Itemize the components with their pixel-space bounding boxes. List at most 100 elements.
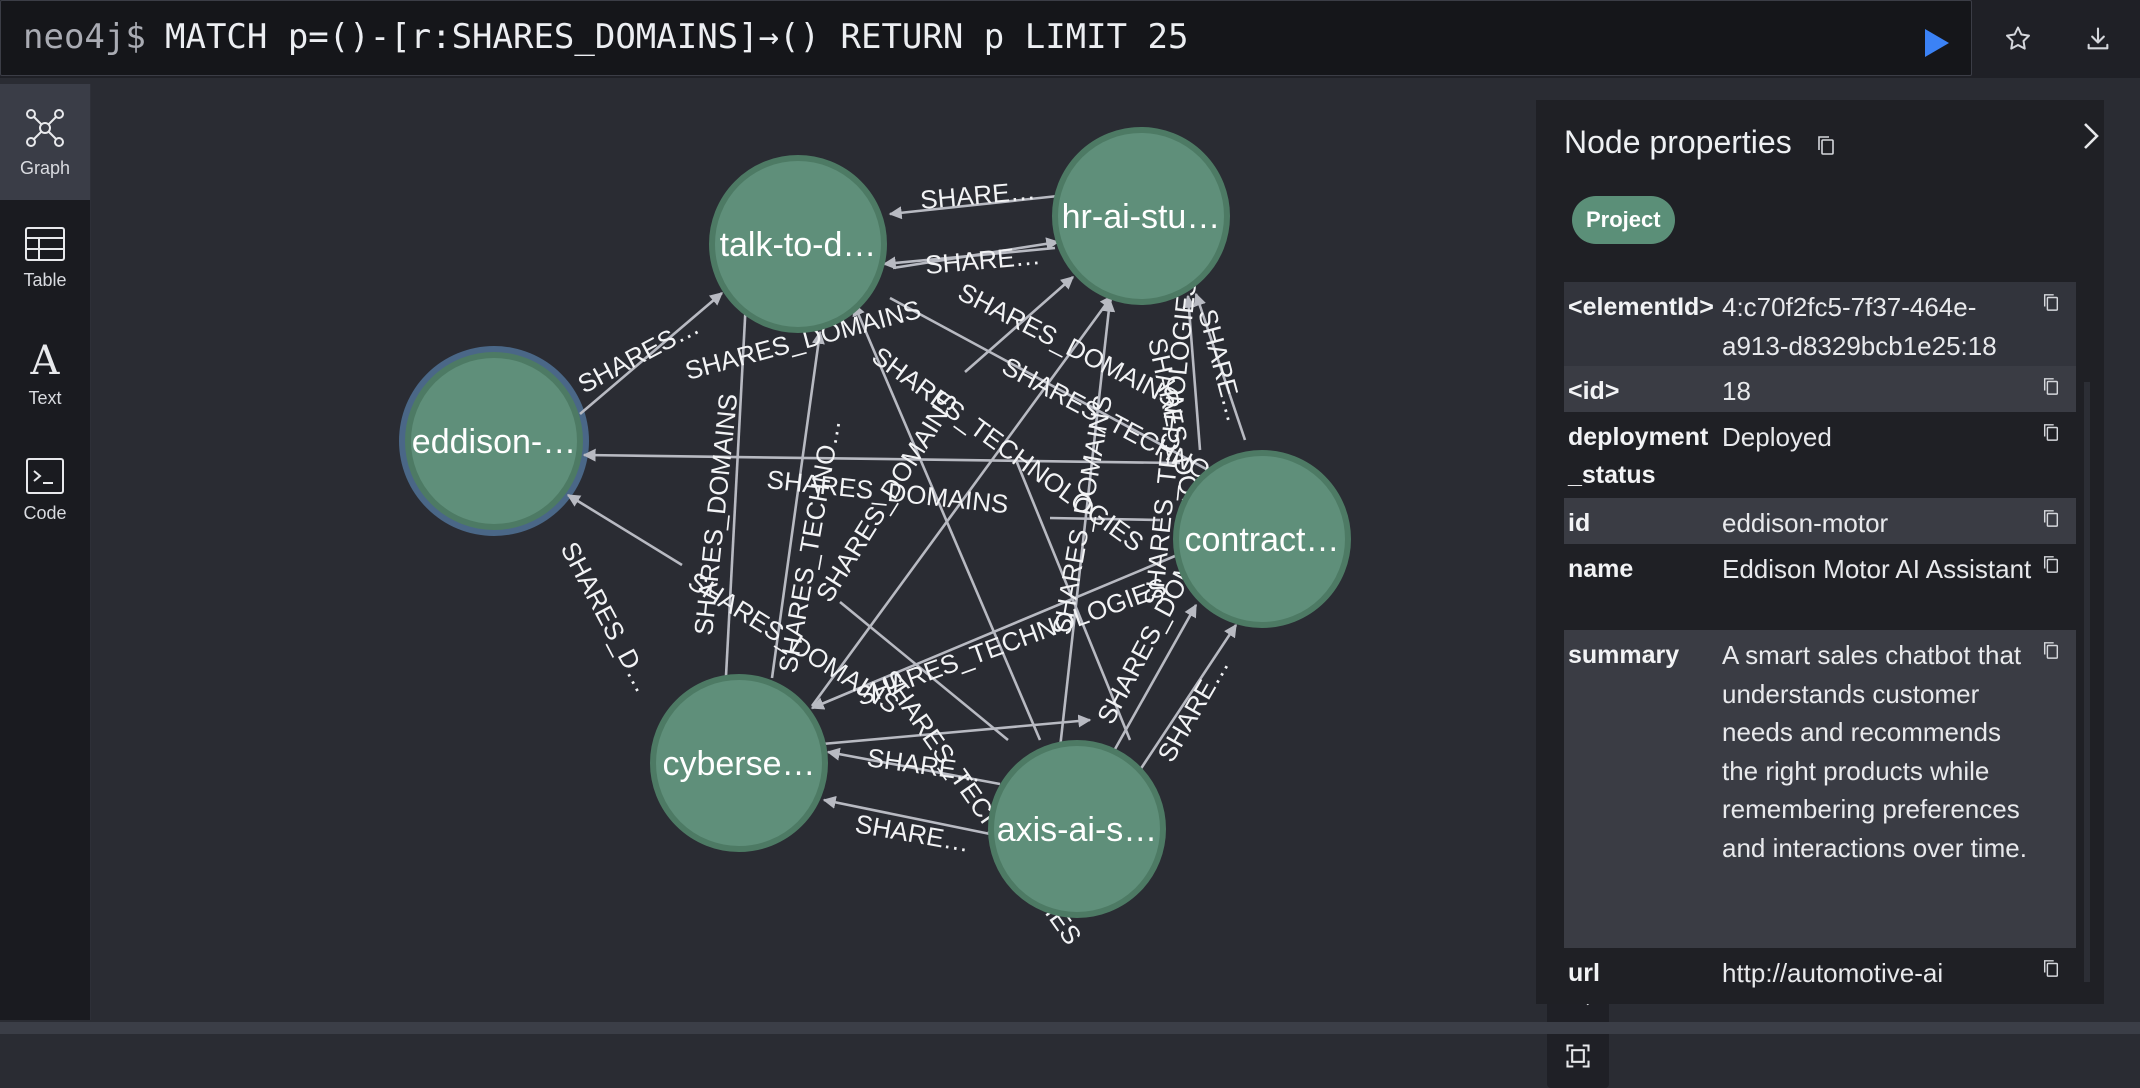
chevron-right-icon xyxy=(2084,123,2099,149)
favorite-button[interactable] xyxy=(1978,0,2058,78)
graph-edge xyxy=(1193,292,1247,441)
graph-edge xyxy=(810,554,1176,710)
graph-edge xyxy=(724,299,748,677)
graph-node[interactable]: cyberse… xyxy=(650,674,828,852)
edge-label: SHARES_D… xyxy=(555,537,659,698)
graph-node[interactable]: contract… xyxy=(1173,450,1351,628)
run-query-button[interactable] xyxy=(1911,19,1959,67)
property-key: deployment_status xyxy=(1568,423,1709,489)
graph-edge xyxy=(1182,294,1202,451)
fit-screen-icon xyxy=(1566,1044,1590,1068)
sidebar-item-graph[interactable]: Graph xyxy=(0,84,90,200)
property-row: deployment_status Deployed xyxy=(1564,412,2076,498)
graph-edge xyxy=(1108,603,1198,759)
text-icon: A xyxy=(30,340,61,380)
edge-label: SHARE… xyxy=(924,240,1042,280)
graph-node[interactable]: hr-ai-stu… xyxy=(1052,127,1230,305)
bottom-border xyxy=(0,1022,2140,1034)
edge-label: SHARE… xyxy=(853,808,972,858)
query-text[interactable]: MATCH p=()-[r:SHARES_DOMAINS]→() RETURN … xyxy=(165,17,1189,57)
graph-node[interactable]: axis-ai-s… xyxy=(988,740,1166,918)
property-row: name Eddison Motor AI Assistant xyxy=(1564,544,2076,630)
svg-text:A: A xyxy=(30,340,61,380)
download-button[interactable] xyxy=(2058,0,2138,78)
graph-node[interactable]: talk-to-d… xyxy=(709,155,887,333)
property-key: id xyxy=(1568,509,1591,537)
properties-table: <elementId> 4:c70f2fc5-7f37-464e-a913-d8… xyxy=(1564,282,2076,994)
property-key: summary xyxy=(1568,641,1680,669)
fit-screen-button[interactable] xyxy=(1547,1026,1609,1086)
property-value: eddison-motor xyxy=(1722,508,1889,538)
graph-edge xyxy=(888,194,1059,220)
property-value: 4:c70f2fc5-7f37-464e-a913-d8329bcb1e25:1… xyxy=(1722,292,1997,361)
graph-edge xyxy=(839,600,1009,742)
sidebar-item-code[interactable]: Code xyxy=(0,432,90,548)
view-sidebar: Graph Table A Text Code xyxy=(0,84,91,1020)
copy-icon[interactable] xyxy=(1816,134,1836,156)
property-value: http://automotive-ai xyxy=(1722,958,1944,988)
graph-edge xyxy=(1138,623,1238,771)
query-bar: neo4j$ MATCH p=()-[r:SHARES_DOMAINS]→() … xyxy=(0,0,2140,78)
property-row: id eddison-motor xyxy=(1564,498,2076,544)
graph-edges xyxy=(566,194,1247,838)
sidebar-item-label: Text xyxy=(28,387,62,408)
node-label: axis-ai-s… xyxy=(997,811,1158,849)
copy-icon[interactable] xyxy=(2042,422,2060,442)
play-icon xyxy=(1925,29,1949,57)
collapse-panel-button[interactable] xyxy=(2076,116,2104,164)
graph-edge xyxy=(579,292,723,415)
copy-icon[interactable] xyxy=(2042,508,2060,528)
sidebar-item-table[interactable]: Table xyxy=(0,200,90,316)
property-value: Eddison Motor AI Assistant xyxy=(1722,554,2032,584)
node-label: eddison-… xyxy=(412,423,576,461)
property-key: name xyxy=(1568,555,1634,583)
node-label: talk-to-d… xyxy=(720,226,877,264)
property-value: Deployed xyxy=(1722,422,1832,452)
graph-icon xyxy=(26,108,64,147)
graph-edge xyxy=(770,330,825,679)
property-value: 18 xyxy=(1722,376,1751,406)
property-value: A smart sales chatbot that understands c… xyxy=(1722,640,2027,863)
copy-icon[interactable] xyxy=(2042,640,2060,660)
code-icon xyxy=(26,457,64,494)
panel-title: Node properties xyxy=(1564,124,1792,160)
sidebar-item-label: Code xyxy=(23,502,67,523)
copy-icon[interactable] xyxy=(2042,292,2060,312)
graph-edge xyxy=(1014,459,1132,741)
graph-edge xyxy=(964,276,1074,373)
graph-visualization[interactable]: SHARE… SHARE… SHARES… SHARES_DOMAINS SHA… xyxy=(91,84,1535,1020)
edge-label: SHARE… xyxy=(1192,306,1251,425)
property-key: <elementId> xyxy=(1568,293,1714,321)
graph-edge xyxy=(810,294,1114,707)
copy-icon[interactable] xyxy=(2042,958,2060,978)
graph-edge xyxy=(882,246,1056,270)
sidebar-item-text[interactable]: A Text xyxy=(0,316,90,432)
sidebar-item-label: Table xyxy=(23,269,67,290)
graph-edge xyxy=(1058,298,1116,749)
property-key: url xyxy=(1568,959,1600,987)
graph-canvas[interactable]: SHARE… SHARE… SHARES… SHARES_DOMAINS SHA… xyxy=(91,84,1609,1088)
node-properties-panel: Node properties Project <elementId> 4:c7… xyxy=(1536,100,2104,1004)
star-icon xyxy=(2006,26,2030,50)
panel-scrollbar[interactable] xyxy=(2084,382,2090,982)
node-label: cyberse… xyxy=(662,745,815,783)
property-row: summary A smart sales chatbot that under… xyxy=(1564,630,2076,948)
table-icon xyxy=(25,226,65,261)
graph-edge xyxy=(822,795,1001,838)
sidebar-item-label: Graph xyxy=(19,157,71,178)
graph-edge xyxy=(566,493,683,567)
copy-icon[interactable] xyxy=(2042,554,2060,574)
node-label-badge[interactable]: Project xyxy=(1572,196,1675,244)
query-prompt: neo4j$ xyxy=(23,17,146,57)
graph-node-selected[interactable]: eddison-… xyxy=(405,352,583,530)
property-key: <id> xyxy=(1568,377,1620,405)
query-editor[interactable]: neo4j$ MATCH p=()-[r:SHARES_DOMAINS]→() … xyxy=(0,0,1972,76)
node-label: hr-ai-stu… xyxy=(1062,198,1221,236)
node-label: contract… xyxy=(1185,521,1340,559)
copy-icon[interactable] xyxy=(2042,376,2060,396)
property-row: <id> 18 xyxy=(1564,366,2076,412)
property-row: url http://automotive-ai xyxy=(1564,948,2076,994)
edge-label: SHARE… xyxy=(1151,652,1235,767)
graph-edge xyxy=(582,448,1181,465)
graph-edge xyxy=(826,747,1001,786)
